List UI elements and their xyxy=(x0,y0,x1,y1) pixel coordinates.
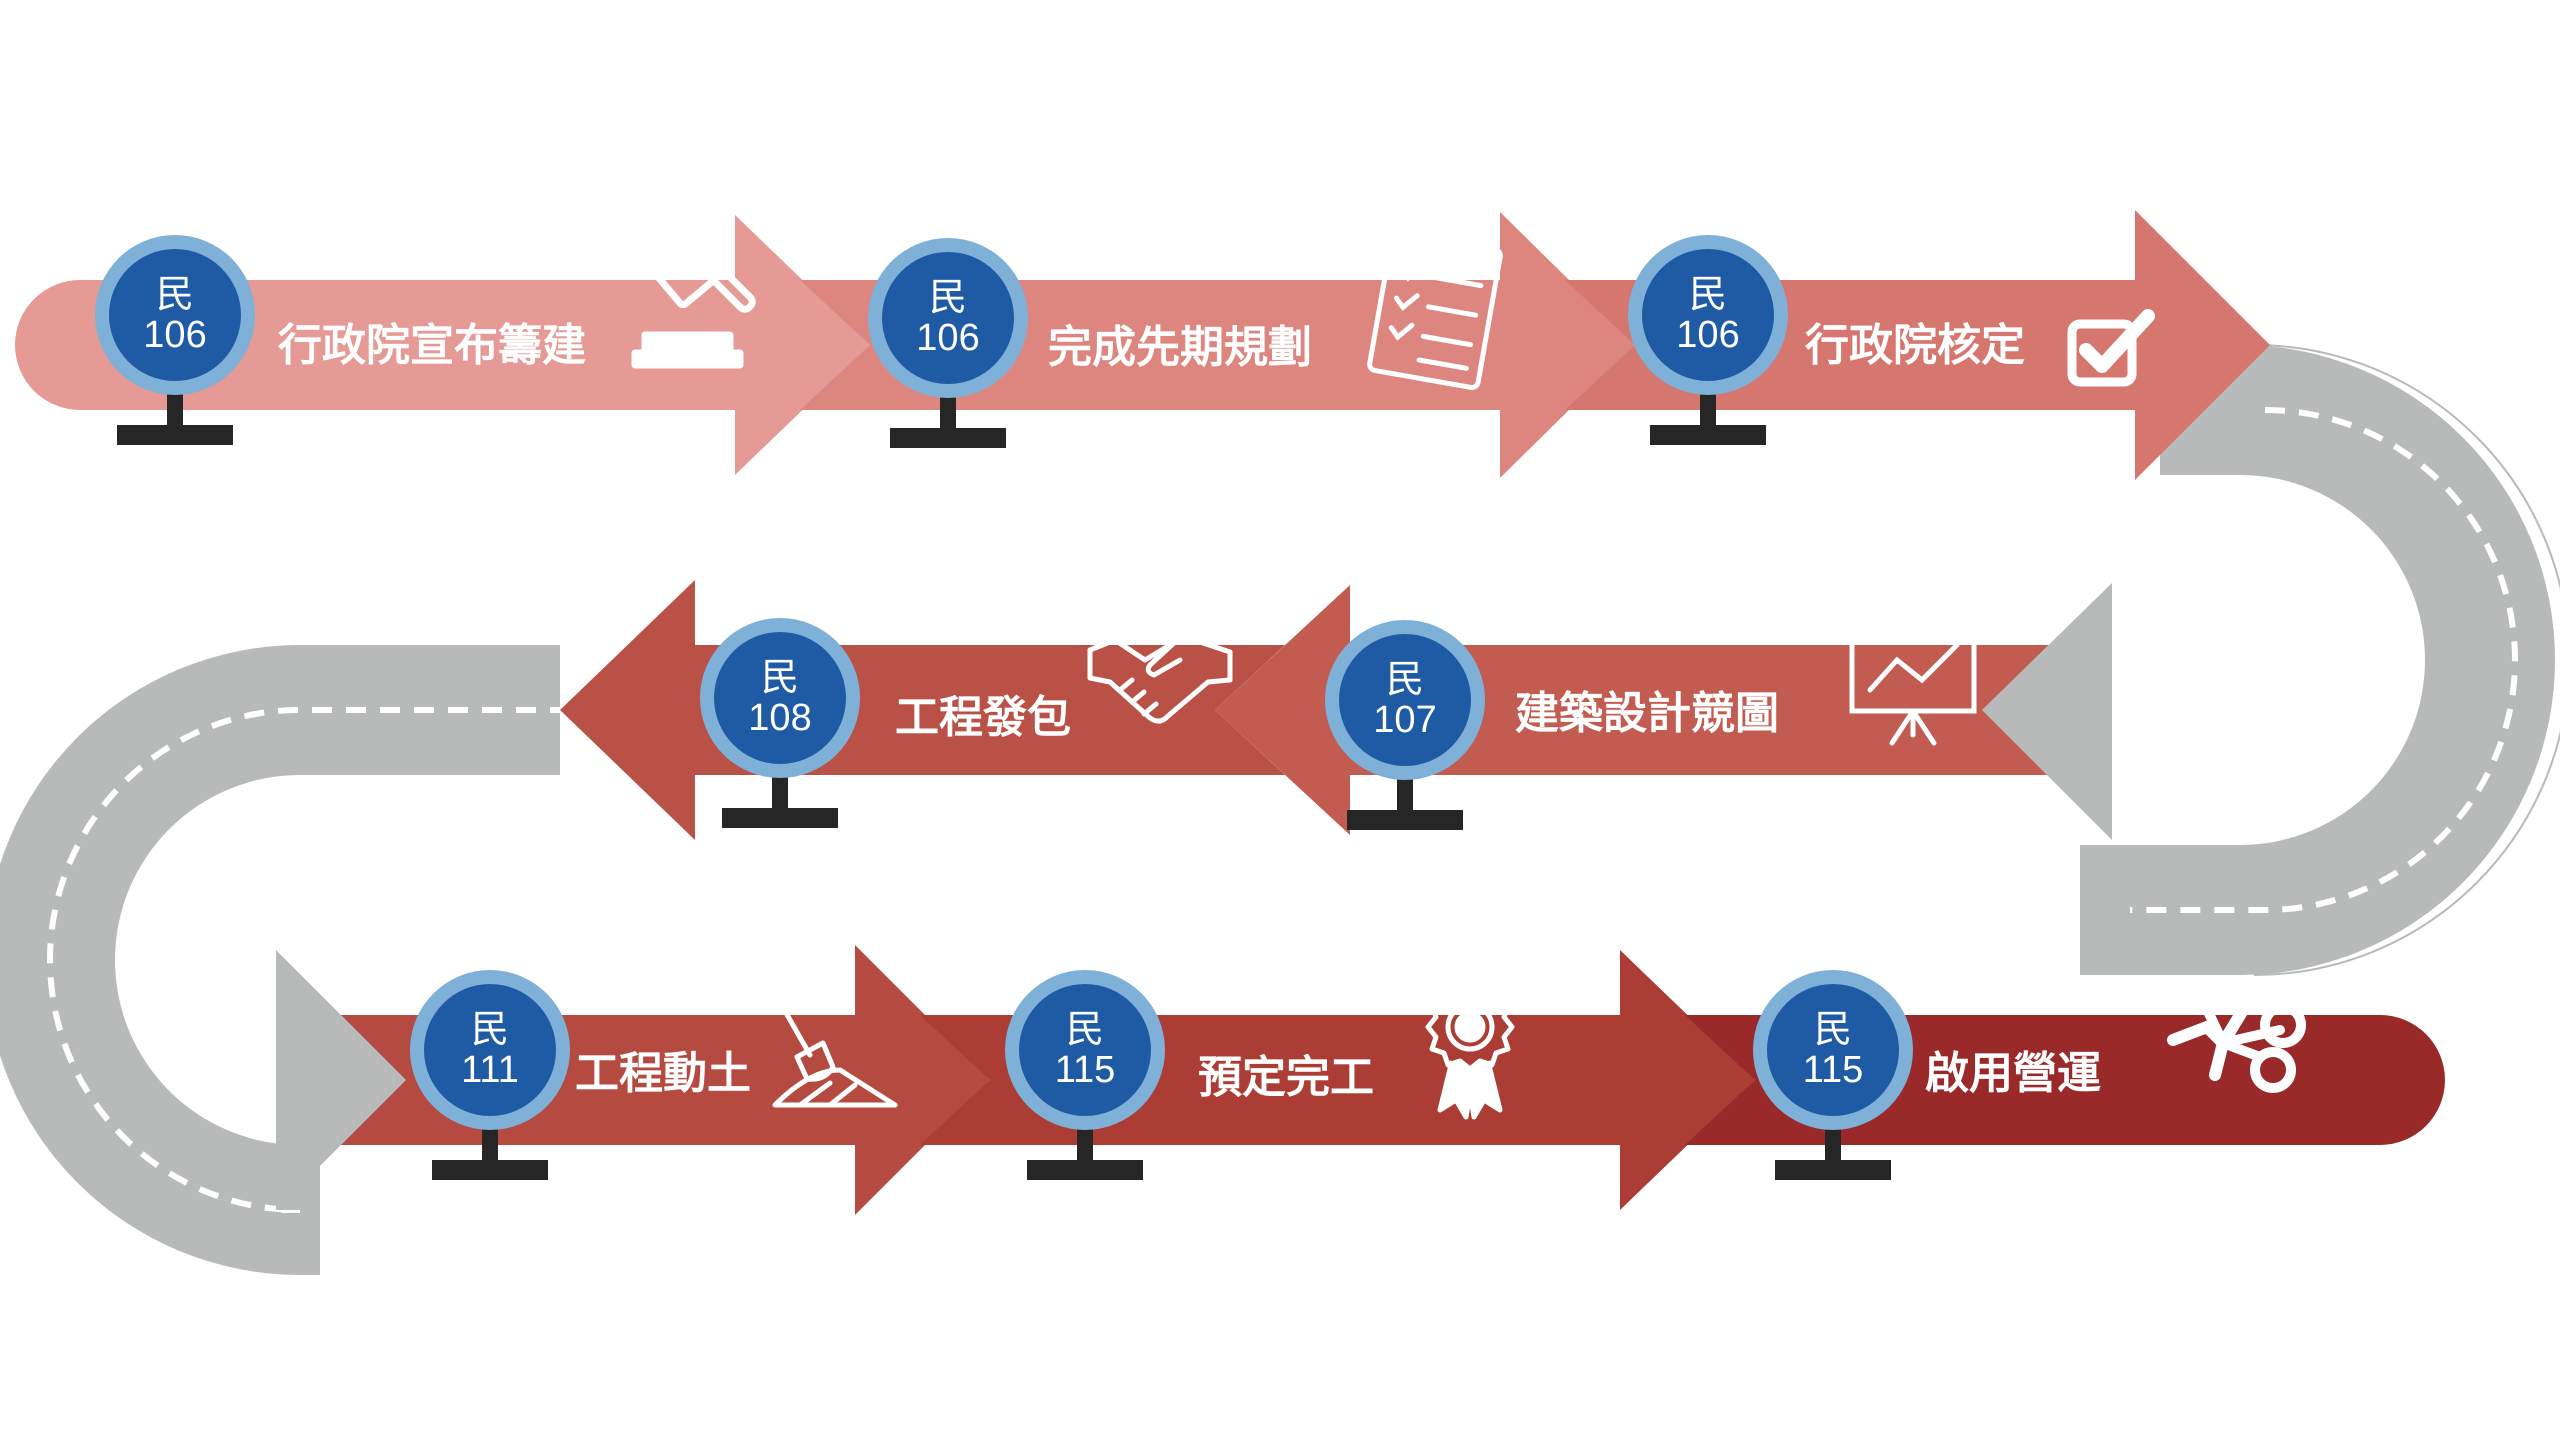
badge-stand-base xyxy=(117,425,233,445)
badge-era: 民 xyxy=(156,274,194,316)
badge-era: 民 xyxy=(929,277,967,319)
badge-disk xyxy=(1019,984,1151,1116)
award-ribbon-icon xyxy=(1425,982,1515,1120)
badge-era: 民 xyxy=(761,657,799,699)
milestone-label: 工程發包 xyxy=(895,692,1071,743)
badge-stand-base xyxy=(1027,1160,1143,1180)
milestone-label: 行政院核定 xyxy=(1805,320,2025,371)
badge-era: 民 xyxy=(1386,659,1424,701)
milestone-label: 工程動土 xyxy=(575,1048,751,1099)
gray-arrowhead-row3-visible xyxy=(276,950,406,1210)
badge-year: 106 xyxy=(143,314,206,356)
checkbox-icon xyxy=(2067,309,2155,387)
badge-era: 民 xyxy=(471,1009,509,1051)
milestone-label: 完成先期規劃 xyxy=(1048,322,1312,373)
badge-year: 115 xyxy=(1803,1049,1864,1091)
milestone-label: 建築設計競圖 xyxy=(1515,688,1779,739)
badge-disk xyxy=(1642,249,1774,381)
badge-stand-base xyxy=(890,428,1006,448)
milestone-label: 行政院宣布籌建 xyxy=(278,320,586,371)
presentation-board-icon xyxy=(1849,611,1977,746)
gray-arrowhead-row2-visible xyxy=(1982,583,2112,840)
badge-stand-base xyxy=(1650,425,1766,445)
road-connector-left xyxy=(0,645,570,1275)
ribbon-cutting-scissors-icon xyxy=(2167,991,2306,1093)
badge-year: 115 xyxy=(1055,1049,1116,1091)
shovel-icon xyxy=(760,974,898,1108)
badge-disk xyxy=(424,984,556,1116)
badge-era: 民 xyxy=(1066,1009,1104,1051)
clipboard-checklist-icon xyxy=(1367,226,1503,391)
badge-era: 民 xyxy=(1814,1009,1852,1051)
milestone-label: 預定完工 xyxy=(1198,1052,1374,1103)
gavel-icon xyxy=(631,236,756,369)
badge-year: 106 xyxy=(916,317,979,359)
badge-stand-base xyxy=(1347,810,1463,830)
handshake-icon xyxy=(1087,637,1233,724)
badge-year: 108 xyxy=(748,697,811,739)
badge-disk xyxy=(109,249,241,381)
badge-stand-base xyxy=(722,808,838,828)
badge-disk xyxy=(882,252,1014,384)
badge-year: 111 xyxy=(461,1049,519,1091)
badge-stand-base xyxy=(1775,1160,1891,1180)
badge-disk xyxy=(1767,984,1899,1116)
badge-era: 民 xyxy=(1689,274,1727,316)
badge-year: 106 xyxy=(1676,314,1739,356)
badge-disk xyxy=(714,632,846,764)
milestone-label: 啟用營運 xyxy=(1925,1048,2101,1099)
badge-year: 107 xyxy=(1373,699,1436,741)
badge-disk xyxy=(1339,634,1471,766)
badge-stand-base xyxy=(432,1160,548,1180)
